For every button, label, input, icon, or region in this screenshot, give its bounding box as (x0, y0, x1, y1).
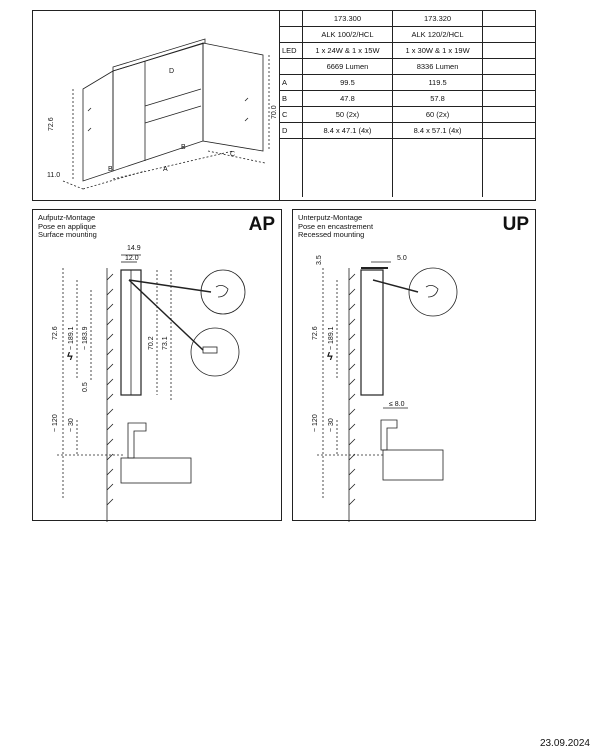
table-cell-empty (391, 138, 484, 197)
ap-caption: Aufputz-Montage Pose en applique Surface… (38, 213, 97, 240)
table-row: B 47.8 57.8 (279, 90, 535, 107)
ap-dim-h4: 70.2 (148, 336, 155, 350)
table-row: LED 1 x 24W & 1 x 15W 1 x 30W & 1 x 19W (279, 42, 535, 59)
ap-dim-d2: 12.0 (125, 255, 139, 262)
cabinet-svg: 72.6 70.0 11.0 B A B C D (47, 38, 278, 190)
table-cell: ALK 120/2/HCL (391, 26, 484, 43)
table-row: ALK 100/2/HCL ALK 120/2/HCL (279, 26, 535, 43)
recessed-mounting-panel: Unterputz-Montage Pose en encastrement R… (292, 209, 536, 522)
ap-dim-h6: 0.5 (82, 382, 89, 392)
table-header-cell (279, 11, 303, 27)
table-row-label: LED (279, 42, 303, 59)
table-row-label: A (279, 74, 303, 91)
ap-dim-d1: 14.9 (127, 245, 141, 252)
table-cell-empty (482, 122, 535, 139)
table-row: A 99.5 119.5 (279, 74, 535, 91)
up-dim-h4: ~ 30 (328, 418, 335, 432)
table-cell: 8336 Lumen (391, 58, 484, 75)
table-row-label: D (279, 122, 303, 139)
table-cell: 57.8 (391, 90, 484, 107)
table-header-cell: 173.300 (301, 11, 394, 27)
table-cell-empty (482, 74, 535, 91)
ap-dim-h2: ~ 189.1 (68, 326, 75, 350)
table-row-label (279, 58, 303, 75)
table-cell: 50 (2x) (301, 106, 394, 123)
up-dim-h5: ≤ 8.0 (389, 401, 405, 408)
surface-mounting-panel: Aufputz-Montage Pose en applique Surface… (32, 209, 282, 522)
up-drawing: 3.5 5.0 72.6 ~ 189.1 ~ 120 ~ 30 ≤ 8.0 ϟ (312, 255, 458, 522)
up-dim-d2: 5.0 (397, 255, 407, 262)
table-cell: 99.5 (301, 74, 394, 91)
dim-height: 72.6 (48, 117, 55, 131)
table-cell-empty (279, 138, 303, 197)
up-tag: UP (502, 214, 529, 235)
table-cell: 47.8 (301, 90, 394, 107)
table-cell-empty (482, 138, 535, 197)
spec-table: 173.300 173.320 ALK 100/2/HCL ALK 120/2/… (279, 11, 535, 197)
table-cell: 6669 Lumen (301, 58, 394, 75)
ap-tag: AP (248, 214, 275, 235)
table-cell: 60 (2x) (391, 106, 484, 123)
dim-d: D (169, 68, 174, 75)
table-cell-empty (482, 90, 535, 107)
table-cell-empty (482, 26, 535, 43)
ap-caption-de: Aufputz-Montage (38, 213, 96, 222)
ap-dim-h3: ~ 183.9 (82, 326, 89, 350)
dim-c: C (230, 151, 235, 158)
table-row-label: B (279, 90, 303, 107)
electric-icon: ϟ (327, 351, 333, 363)
up-caption: Unterputz-Montage Pose en encastrement R… (298, 213, 374, 240)
table-cell: 8.4 x 57.1 (4x) (391, 122, 484, 139)
table-row: D 8.4 x 47.1 (4x) 8.4 x 57.1 (4x) (279, 122, 535, 139)
dim-b-left: B (108, 166, 113, 173)
up-dim-h3: ~ 120 (312, 414, 319, 432)
table-cell: 1 x 24W & 1 x 15W (301, 42, 394, 59)
top-panel: 72.6 70.0 11.0 B A B C D 173.300 173.320… (32, 10, 536, 201)
table-cell-empty (482, 106, 535, 123)
ap-dim-h8: ~ 30 (68, 418, 75, 432)
up-caption-en: Recessed mounting (298, 230, 365, 239)
up-dim-h1: 72.6 (312, 326, 319, 340)
table-cell: 1 x 30W & 1 x 19W (391, 42, 484, 59)
dim-b-right: B (181, 144, 186, 151)
dim-height-inner: 70.0 (271, 105, 278, 119)
cabinet-drawing: 72.6 70.0 11.0 B A B C D (33, 11, 280, 200)
up-dim-h2: ~ 189.1 (328, 326, 335, 350)
table-cell-empty (482, 42, 535, 59)
table-cell-empty (301, 138, 394, 197)
dim-depth: 11.0 (47, 172, 60, 179)
document-date: 23.09.2024 (539, 738, 590, 749)
up-caption-de: Unterputz-Montage (298, 213, 363, 222)
table-row-label (279, 26, 303, 43)
up-caption-fr: Pose en encastrement (298, 221, 374, 231)
electric-icon: ϟ (67, 351, 73, 363)
table-cell-empty (482, 58, 535, 75)
up-dim-d1: 3.5 (316, 255, 323, 265)
ap-caption-fr: Pose en applique (38, 221, 96, 231)
table-header-row: 173.300 173.320 (279, 11, 535, 27)
ap-drawing: 14.9 12.0 72.6 ~ 189.1 ~ 183.9 70.2 73.1… (52, 245, 246, 522)
table-row: 6669 Lumen 8336 Lumen (279, 58, 535, 75)
ap-dim-h1: 72.6 (52, 326, 59, 340)
ap-dim-h7: ~ 120 (52, 414, 59, 432)
table-filler-row (279, 138, 535, 197)
ap-caption-en: Surface mounting (38, 230, 97, 239)
table-cell: 119.5 (391, 74, 484, 91)
ap-dim-h5: 73.1 (162, 336, 169, 350)
table-cell: ALK 100/2/HCL (301, 26, 394, 43)
table-row-label: C (279, 106, 303, 123)
table-row: C 50 (2x) 60 (2x) (279, 106, 535, 123)
table-cell: 8.4 x 47.1 (4x) (301, 122, 394, 139)
dim-a: A (163, 166, 168, 173)
table-cell-empty (482, 11, 535, 27)
table-header-cell: 173.320 (391, 11, 484, 27)
